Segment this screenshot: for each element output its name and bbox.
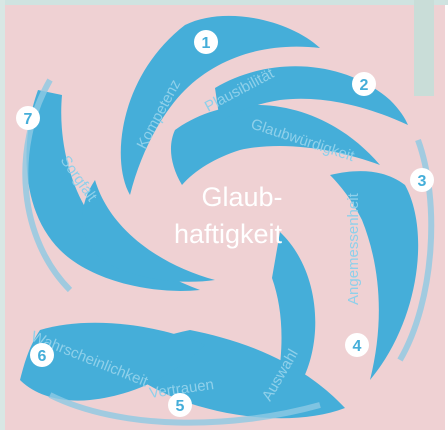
blade-1	[120, 15, 321, 196]
badge-6-number: 6	[38, 348, 47, 365]
badge-4-circle	[345, 333, 369, 357]
bottom-band	[0, 430, 448, 443]
badge-1-number: 1	[202, 35, 211, 52]
badge-2-number: 2	[360, 77, 369, 94]
rim-right	[397, 138, 435, 362]
badge-5-number: 5	[176, 398, 185, 415]
top-border	[0, 0, 448, 5]
blade-3	[330, 171, 419, 380]
badge-3-circle	[410, 168, 434, 192]
badge-2-circle	[352, 72, 376, 96]
segment-label-3: Angemessenheit	[345, 192, 362, 305]
badge-1-circle	[194, 30, 218, 54]
blade-6	[20, 322, 205, 401]
left-border	[0, 0, 5, 443]
blade-7	[26, 90, 201, 291]
blade-inner-left	[82, 180, 216, 282]
badge-5-circle	[168, 393, 192, 417]
rim-left	[22, 78, 73, 293]
center-title-line2: haftigkeit	[174, 219, 283, 249]
right-tab	[414, 0, 434, 96]
center-title-line1: Glaub-	[201, 182, 282, 212]
badge-6-circle	[30, 343, 54, 367]
badge-3-number: 3	[418, 173, 427, 190]
blade-8	[170, 104, 380, 185]
rim-bottom	[48, 392, 321, 426]
badge-7-circle	[16, 106, 40, 130]
badge-7-number: 7	[24, 111, 33, 128]
badge-4-number: 4	[353, 338, 362, 355]
